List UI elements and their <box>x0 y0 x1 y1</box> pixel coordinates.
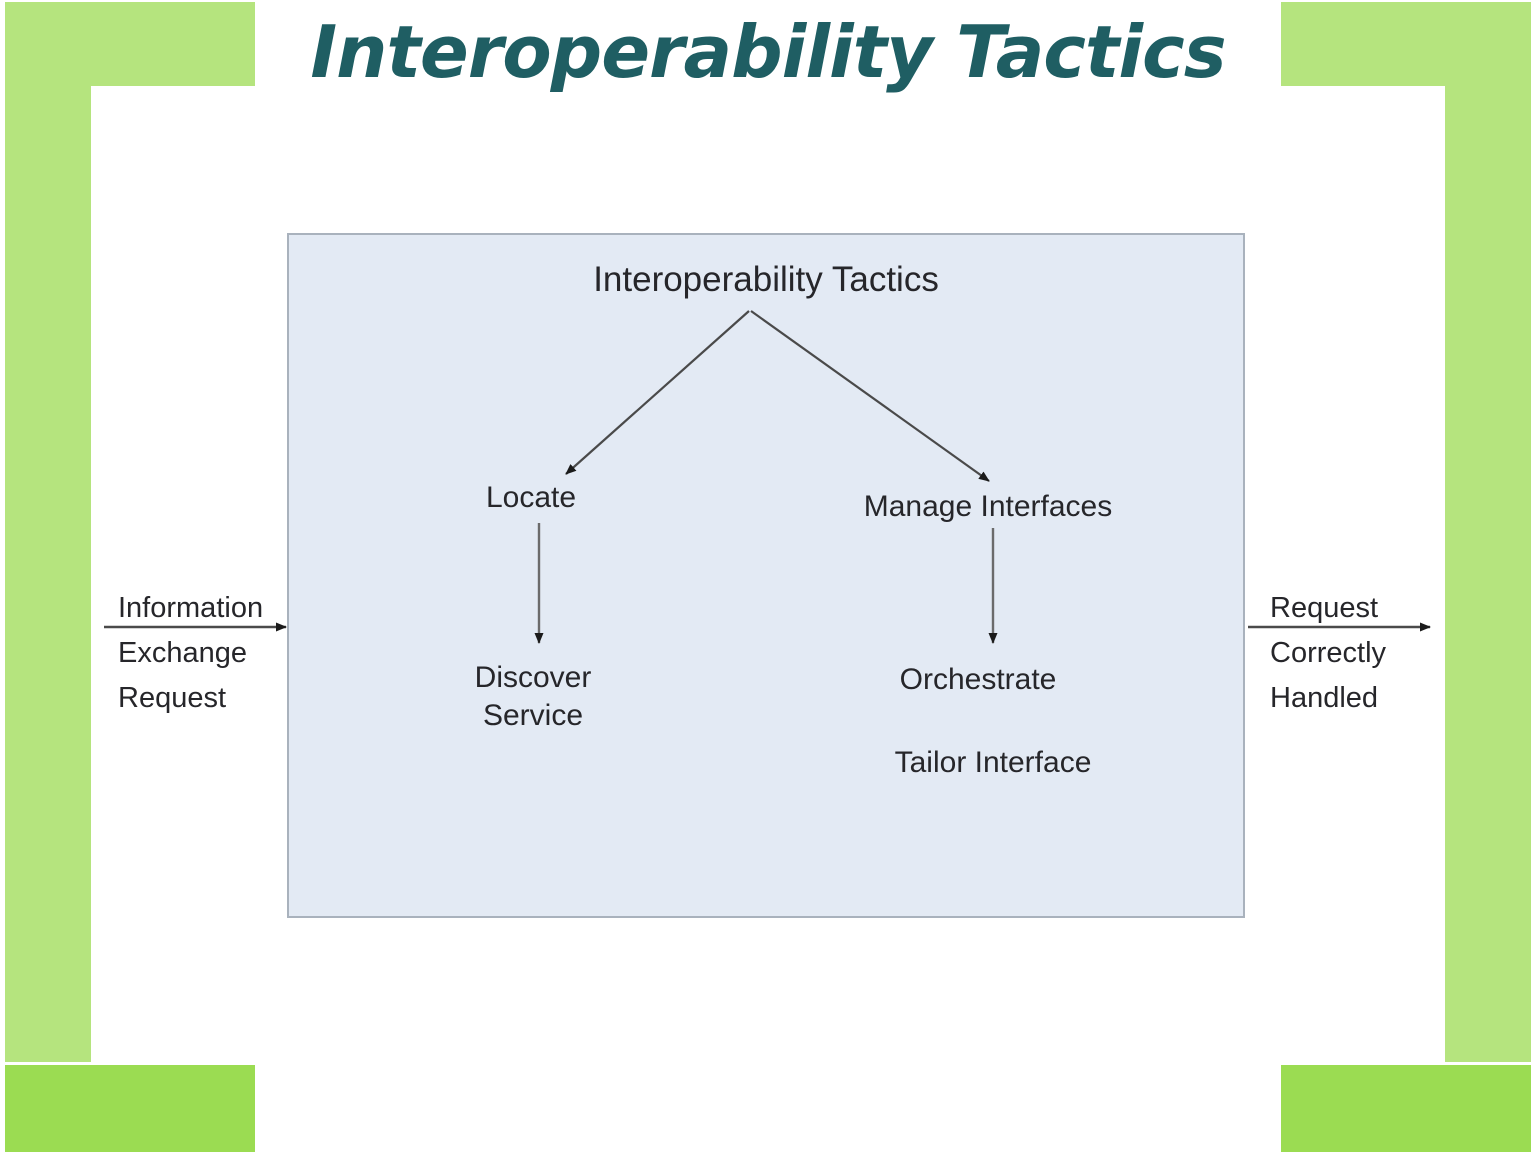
node-orchestrate: Orchestrate <box>899 663 1057 696</box>
label-output-flow-line3: Handled <box>1270 682 1379 714</box>
label-output-flow-line1: Request <box>1270 592 1379 624</box>
arrow-root-to-locate <box>565 310 750 475</box>
diagram-container-box <box>287 233 1245 918</box>
node-discover-service-line2: Service <box>482 699 584 732</box>
diagram-heading: Interoperability Tactics <box>593 260 939 299</box>
page-title: Interoperability Tactics <box>310 10 1226 94</box>
label-input-flow-line2: Exchange <box>118 637 247 669</box>
label-input-flow-line1: Information <box>118 592 264 624</box>
node-manage-interfaces: Manage Interfaces <box>863 490 1113 523</box>
arrow-root-to-manage-interfaces <box>750 310 990 482</box>
node-tailor-interface: Tailor Interface <box>894 746 1092 779</box>
label-input-flow: Information Exchange Request <box>118 586 263 721</box>
node-locate: Locate <box>485 481 577 514</box>
label-input-flow-line3: Request <box>118 682 227 714</box>
label-output-flow: Request Correctly Handled <box>1270 586 1386 721</box>
node-discover-service: Discover Service <box>475 659 592 735</box>
node-discover-service-line1: Discover <box>474 661 592 694</box>
label-output-flow-line2: Correctly <box>1270 637 1387 669</box>
